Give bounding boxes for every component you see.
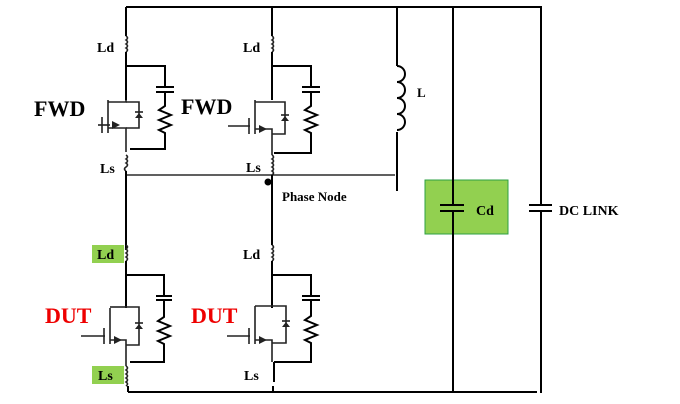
- phase-node-label: Phase Node: [282, 189, 347, 204]
- snubber-resistor: [130, 92, 174, 150]
- ld-bottom-right-inductor: [270, 244, 275, 262]
- left-leg: [81, 7, 174, 392]
- phase-node-dot: [264, 178, 272, 186]
- ld-bottom-left-highlight: [92, 245, 124, 263]
- ls-top-right-label: Ls: [246, 161, 261, 176]
- ld-bottom-right-label: Ld: [243, 248, 260, 263]
- ls-bottom-left-highlight: [92, 366, 124, 384]
- mosfet-top-right: [228, 100, 289, 155]
- ld-bottom-left-label: Ld: [97, 248, 114, 263]
- ls-top-right-inductor: [270, 154, 275, 176]
- ld-top-left-inductor: [124, 35, 129, 53]
- ls-bottom-right-label: Ls: [244, 369, 259, 384]
- mosfet-bottom-left: [81, 306, 143, 366]
- mosfet-bottom-right: [227, 305, 290, 362]
- dc-link-capacitor: [529, 7, 552, 393]
- ld-top-left-label: Ld: [97, 41, 114, 56]
- load-inductor: [396, 7, 406, 191]
- inductor-coil: [396, 65, 406, 131]
- ld-top-right-label: Ld: [243, 41, 260, 56]
- dut-bottom-right-label: DUT: [191, 303, 238, 328]
- cd-highlight: [424, 179, 509, 235]
- ls-bottom-left-inductor: [124, 365, 129, 387]
- mosfet-top-left: [98, 100, 143, 152]
- ld-bottom-left-inductor: [124, 244, 129, 262]
- cd-label: Cd: [476, 204, 494, 219]
- fwd-top-right-label: FWD: [181, 94, 232, 119]
- ld-top-right-inductor: [270, 35, 275, 53]
- ls-top-left-label: Ls: [100, 162, 115, 177]
- decoupling-capacitor: [440, 7, 464, 392]
- ls-bottom-left-label: Ls: [98, 369, 113, 384]
- load-inductor-label: L: [417, 85, 426, 100]
- right-leg: [227, 7, 320, 392]
- fwd-top-left-label: FWD: [34, 96, 85, 121]
- ls-top-left-inductor: [123, 154, 129, 172]
- dut-bottom-left-label: DUT: [45, 303, 92, 328]
- dc-link-label: DC LINK: [559, 204, 619, 219]
